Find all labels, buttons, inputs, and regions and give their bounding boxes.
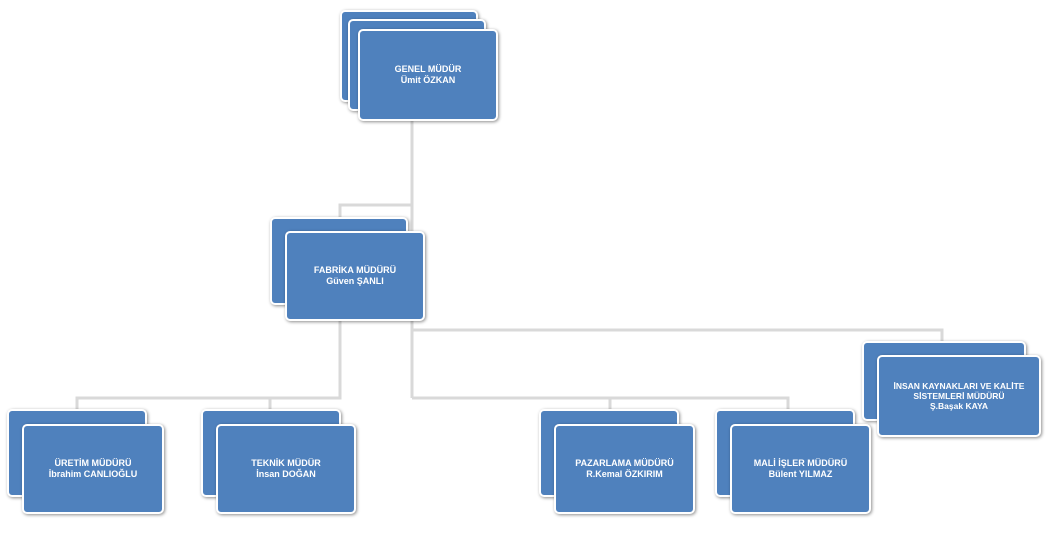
factory-title: FABRİKA MÜDÜRÜ: [313, 265, 397, 275]
hr-box[interactable]: İNSAN KAYNAKLARI VE KALİTE SİSTEMLERİ MÜ…: [877, 355, 1041, 437]
connector-right-bus: [412, 396, 790, 412]
ceo-box[interactable]: GENEL MÜDÜR Ümit ÖZKAN: [358, 29, 498, 121]
production-box[interactable]: ÜRETİM MÜDÜRÜ İbrahim CANLIOĞLU: [22, 424, 164, 514]
connector-hr: [412, 328, 944, 345]
hr-name: Ş.Başak KAYA: [930, 401, 988, 411]
hr-title: İNSAN KAYNAKLARI VE KALİTE SİSTEMLERİ MÜ…: [893, 381, 1025, 401]
production-title: ÜRETİM MÜDÜRÜ: [54, 458, 132, 468]
finance-name: Bülent YILMAZ: [768, 469, 833, 479]
technical-title: TEKNİK MÜDÜR: [251, 458, 321, 468]
ceo-name: Ümit ÖZKAN: [400, 75, 456, 85]
finance-box[interactable]: MALİ İŞLER MÜDÜRÜ Bülent YILMAZ: [730, 424, 871, 514]
factory-box[interactable]: FABRİKA MÜDÜRÜ Güven ŞANLI: [285, 231, 425, 321]
factory-name: Güven ŞANLI: [326, 276, 384, 286]
connector-factory-children: [75, 320, 342, 412]
technical-name: İnsan DOĞAN: [256, 469, 316, 479]
marketing-box[interactable]: PAZARLAMA MÜDÜRÜ R.Kemal ÖZKIRIM: [554, 424, 695, 514]
finance-title: MALİ İŞLER MÜDÜRÜ: [753, 458, 848, 468]
ceo-title: GENEL MÜDÜR: [394, 64, 462, 74]
connector-ceo-factory: [338, 118, 414, 220]
marketing-title: PAZARLAMA MÜDÜRÜ: [575, 458, 674, 468]
marketing-name: R.Kemal ÖZKIRIM: [586, 469, 663, 479]
technical-box[interactable]: TEKNİK MÜDÜR İnsan DOĞAN: [216, 424, 356, 514]
production-name: İbrahim CANLIOĞLU: [48, 469, 138, 479]
